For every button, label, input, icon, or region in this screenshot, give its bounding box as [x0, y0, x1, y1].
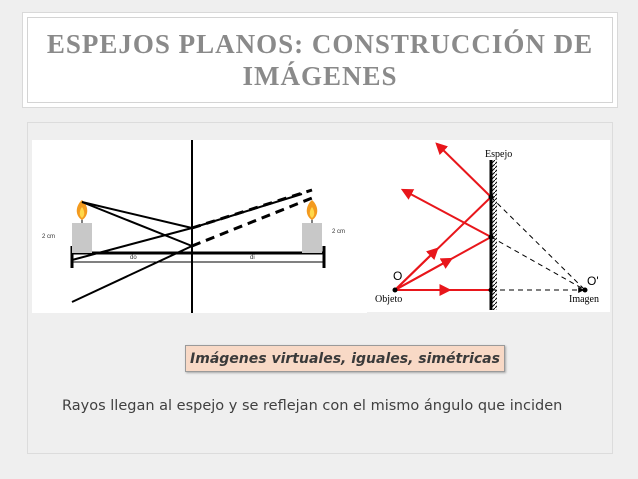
image-point — [582, 287, 588, 293]
reflected-ray-top — [435, 142, 492, 198]
image-flame-core — [309, 207, 315, 218]
mirror-label: Espejo — [485, 149, 512, 160]
reflected-ray-middle — [400, 188, 492, 238]
ray-incident-1 — [81, 201, 193, 229]
object-flame-core — [79, 207, 85, 218]
mirror-hit-top — [488, 194, 494, 200]
mirror-hit-bottom — [488, 287, 494, 293]
candle-mirror-svg: 2 cm 2 cm do di — [42, 140, 345, 313]
image-point-label: O' — [587, 274, 599, 288]
incident-arrow-middle — [394, 257, 454, 291]
image-candle-body — [302, 223, 322, 253]
height-label-left: 2 cm — [42, 234, 55, 240]
caption-box: Imágenes virtuales, iguales, simétricas — [185, 345, 505, 372]
title-line-2: IMÁGENES — [242, 61, 398, 91]
object-label: Objeto — [375, 294, 402, 305]
caption-text: Imágenes virtuales, iguales, simétricas — [190, 350, 500, 367]
ray-reflected-1 — [71, 227, 193, 261]
candle-mirror-diagram: 2 cm 2 cm do di — [32, 140, 367, 313]
virtual-ray-middle — [490, 236, 586, 291]
body-text: Rayos llegan al espejo y se reflejan con… — [62, 398, 563, 414]
height-label-right: 2 cm — [332, 229, 345, 235]
mirror-reflection-svg: Espejo O O' Objeto Imagen — [375, 142, 599, 310]
ray-incident-2 — [81, 201, 193, 247]
image-label: Imagen — [569, 294, 599, 305]
virtual-ray-1 — [191, 188, 313, 230]
mirror-hatch — [491, 160, 497, 310]
object-point — [392, 287, 398, 293]
object-point-label: O — [393, 269, 402, 283]
title-box: ESPEJOS PLANOS: CONSTRUCCIÓN DE IMÁGENES — [27, 17, 613, 103]
distance-object-label: do — [130, 255, 137, 261]
virtual-ray-2 — [191, 196, 313, 248]
title-line-1: ESPEJOS PLANOS: CONSTRUCCIÓN DE — [46, 29, 594, 59]
ray-reflected-2 — [71, 245, 193, 303]
object-candle-body — [72, 223, 92, 253]
distance-image-label: di — [250, 255, 255, 261]
virtual-ray-top — [490, 196, 586, 291]
incident-arrow-top — [394, 247, 439, 291]
mirror-reflection-diagram: Espejo O O' Objeto Imagen — [367, 140, 610, 312]
mirror-hit-middle — [488, 234, 494, 240]
